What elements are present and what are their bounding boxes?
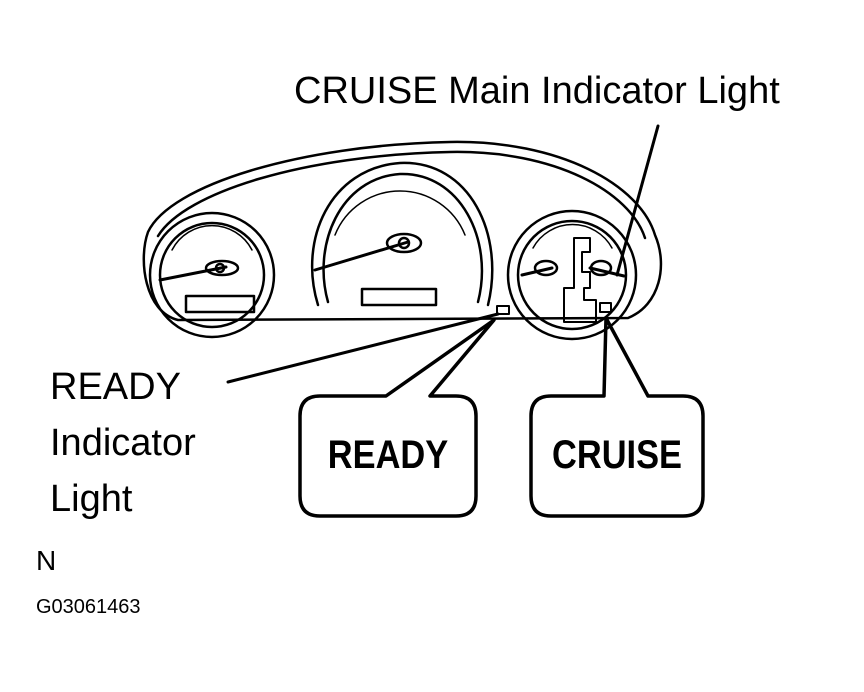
cruise-main-leader-line [615,124,660,277]
right-gauge [506,209,638,341]
ready-indicator-label-line1: READY [50,366,181,408]
figure-id-code: G03061463 [36,596,141,618]
left-gauge [148,211,276,339]
cruise-main-indicator-label: CRUISE Main Indicator Light [294,70,780,112]
ready-callout-text: READY [327,433,449,477]
ready-indicator-label-line3: Light [50,478,133,520]
figure-letter-code: N [36,545,57,576]
cluster-housing-inner [156,150,647,240]
cluster-housing [142,140,663,322]
ready-leader-line [226,312,500,384]
cruise-callout-bubble [529,316,705,518]
ready-callout-bubble [298,318,496,518]
cruise-callout-text: CRUISE [552,433,682,477]
ready-indicator-label-line2: Indicator [50,422,196,464]
center-gauge [310,161,510,315]
